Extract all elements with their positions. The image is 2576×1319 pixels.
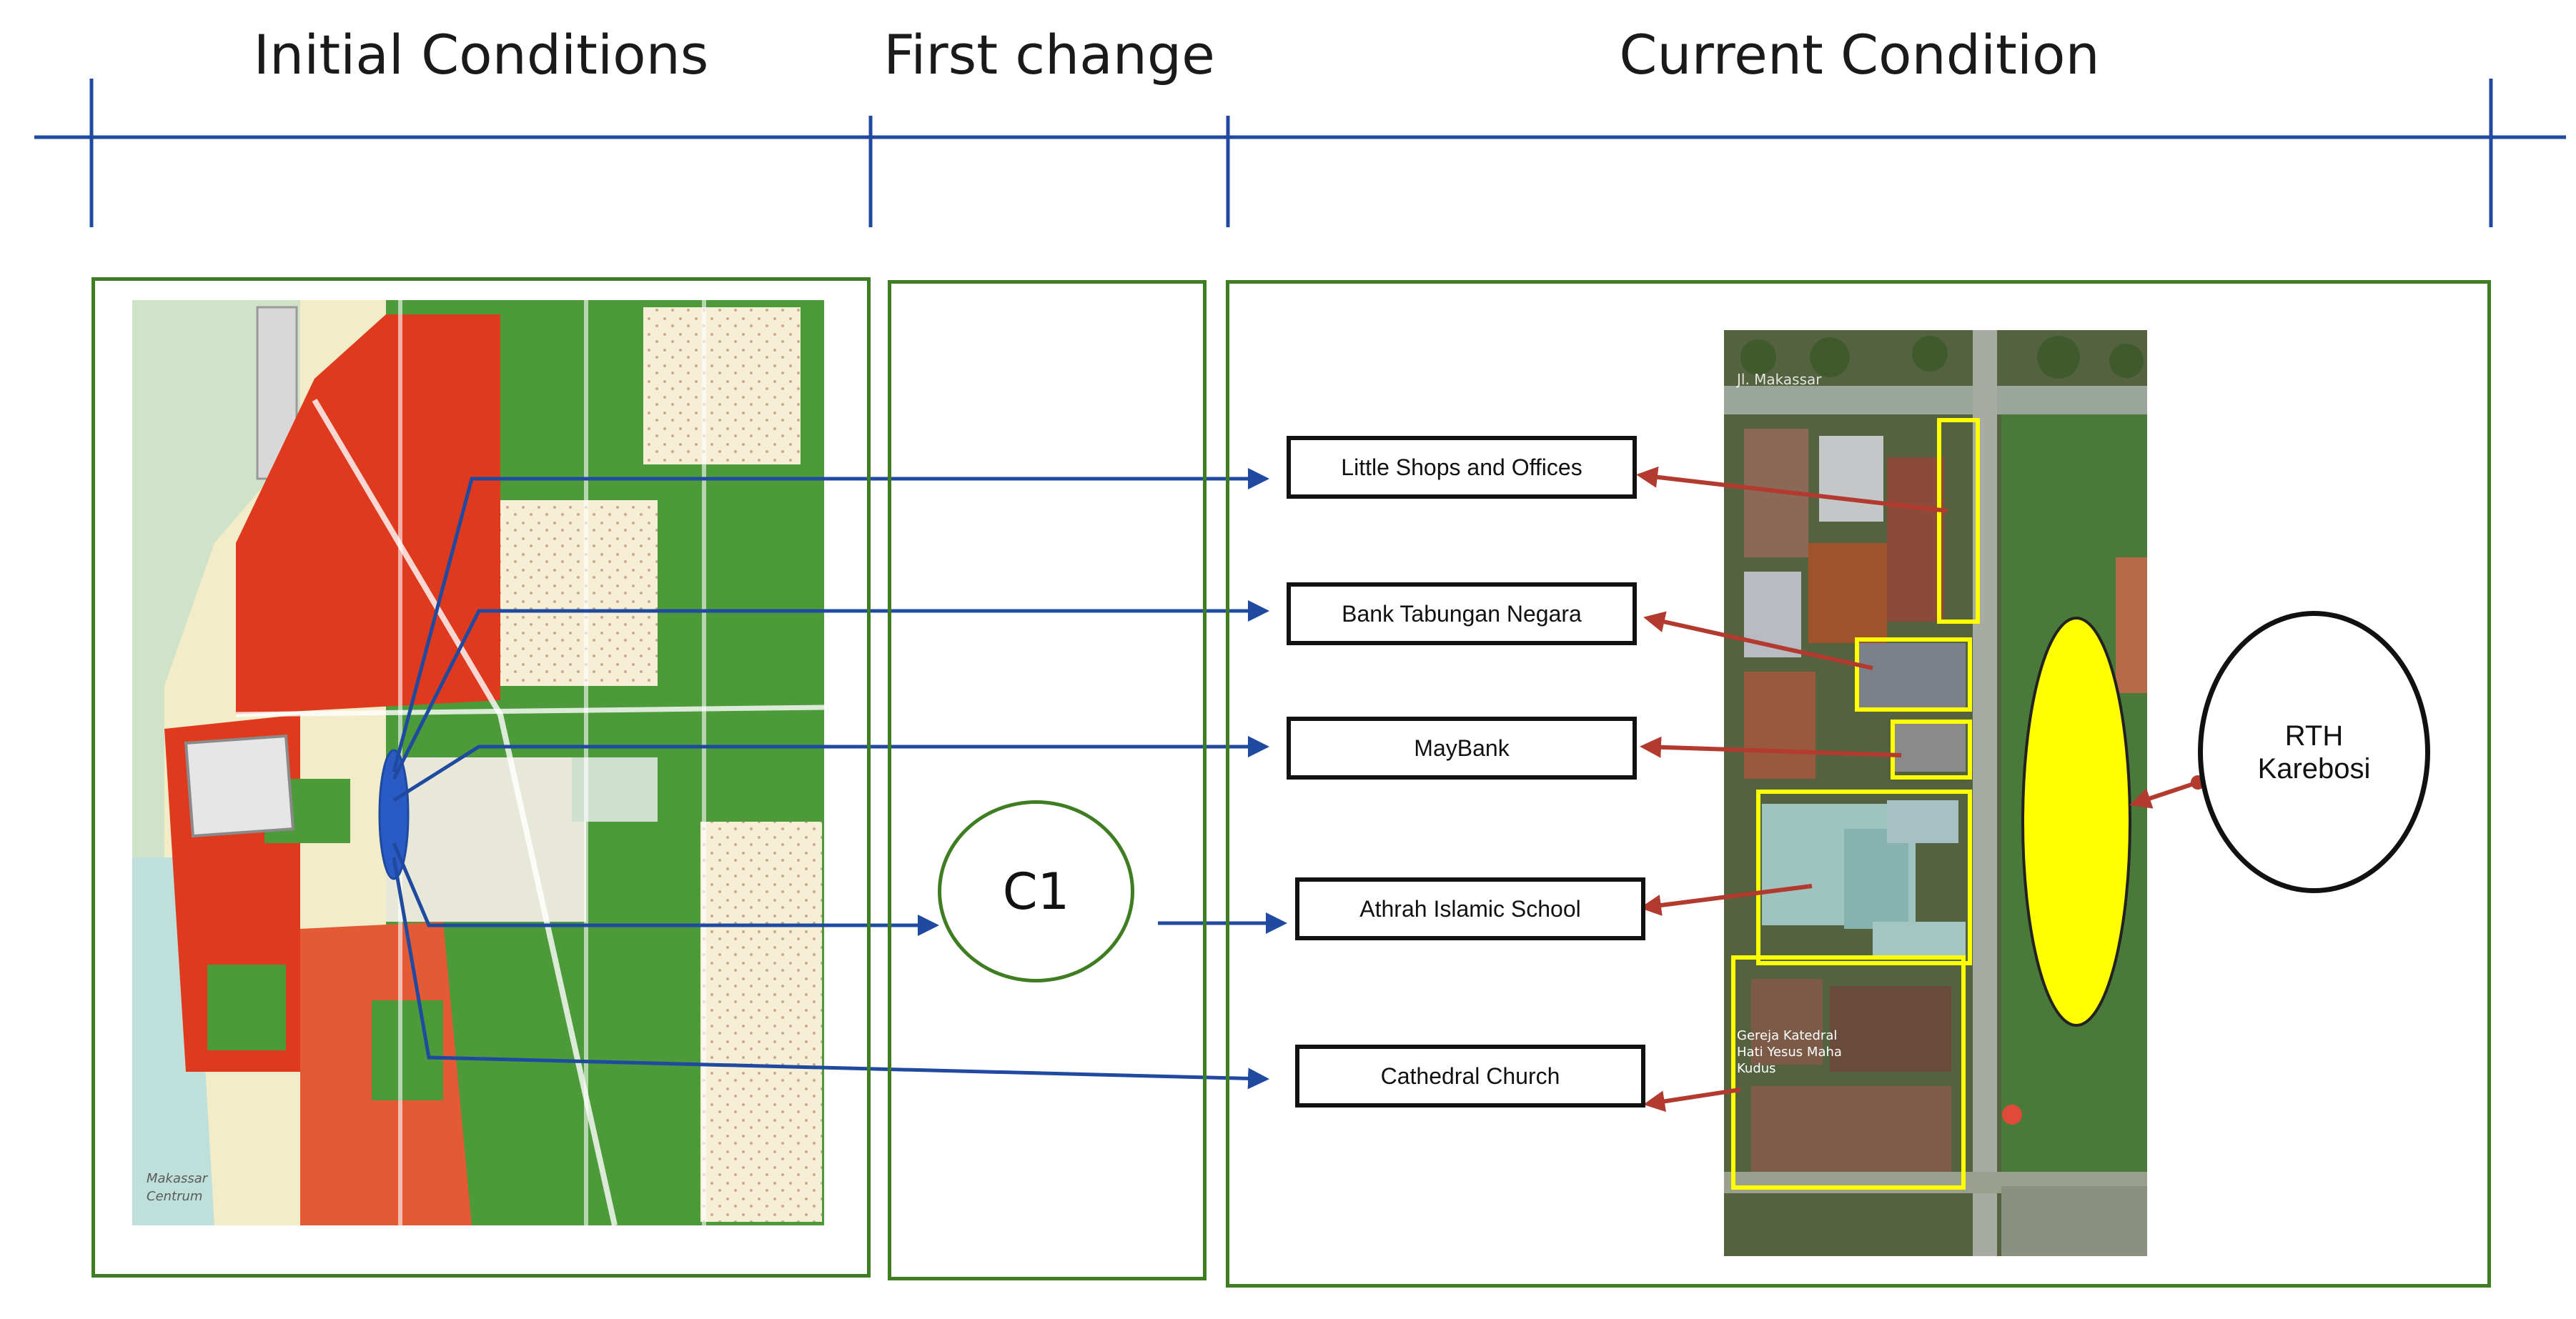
rth-label-line1: RTH bbox=[2284, 720, 2344, 752]
label-cathedral-church: Cathedral Church bbox=[1295, 1045, 1645, 1108]
arrow-to-bank-tabungan bbox=[392, 600, 1269, 780]
label-athrah-school: Athrah Islamic School bbox=[1295, 877, 1645, 940]
svg-text:Hati Yesus Maha: Hati Yesus Maha bbox=[1737, 1045, 1842, 1060]
svg-text:Kudus: Kudus bbox=[1737, 1061, 1776, 1076]
red-arrow-bank-tabungan bbox=[1643, 611, 1873, 670]
label-bank-tabungan: Bank Tabungan Negara bbox=[1287, 582, 1637, 645]
blue-arrows bbox=[392, 468, 1287, 1090]
red-arrow-athrah bbox=[1640, 884, 1813, 916]
highlight-cathedral bbox=[1731, 955, 1966, 1190]
satellite-street-text: Jl. Makassar bbox=[1735, 371, 1822, 388]
karebosi-ellipse bbox=[2021, 617, 2131, 1027]
label-maybank: MayBank bbox=[1287, 717, 1637, 780]
panel-current-condition bbox=[1226, 280, 2491, 1288]
timeline bbox=[34, 79, 2566, 227]
karebosi-historic-marker bbox=[378, 749, 410, 880]
svg-text:Gereja Katedral: Gereja Katedral bbox=[1737, 1028, 1837, 1043]
panel-initial-conditions bbox=[91, 277, 871, 1278]
red-arrows bbox=[1636, 466, 2199, 1113]
red-arrow-cathedral bbox=[1643, 1087, 1741, 1113]
yellow-highlights bbox=[1731, 418, 1980, 1190]
red-arrow-maybank bbox=[1640, 736, 1902, 758]
map-caption: Makassar bbox=[147, 1171, 209, 1186]
red-arrow-karebosi bbox=[2129, 780, 2199, 809]
panel-first-change bbox=[888, 280, 1207, 1280]
red-arrow-little-shops bbox=[1636, 466, 1948, 513]
arrow-to-c1 bbox=[392, 842, 939, 936]
map-pin-icon bbox=[2002, 1105, 2022, 1125]
rth-karebosi-node: RTH Karebosi bbox=[2198, 611, 2430, 893]
phase-title-current: Current Condition bbox=[1619, 23, 2100, 86]
phase-title-first-change: First change bbox=[883, 23, 1215, 86]
arrow-to-maybank bbox=[392, 736, 1269, 802]
svg-text:Centrum: Centrum bbox=[147, 1189, 202, 1204]
highlight-maybank bbox=[1891, 720, 1972, 780]
highlight-bank-tabungan bbox=[1855, 637, 1972, 712]
highlight-athrah bbox=[1756, 790, 1972, 965]
highlight-little-shops bbox=[1937, 418, 1980, 624]
arrow-to-cathedral bbox=[392, 857, 1269, 1090]
historic-map bbox=[132, 300, 824, 1225]
phase-title-initial: Initial Conditions bbox=[253, 23, 709, 86]
arrow-to-little-shops bbox=[392, 468, 1269, 772]
rth-label-line2: Karebosi bbox=[2257, 752, 2371, 785]
label-little-shops: Little Shops and Offices bbox=[1287, 436, 1637, 499]
c1-node: C1 bbox=[938, 800, 1134, 982]
